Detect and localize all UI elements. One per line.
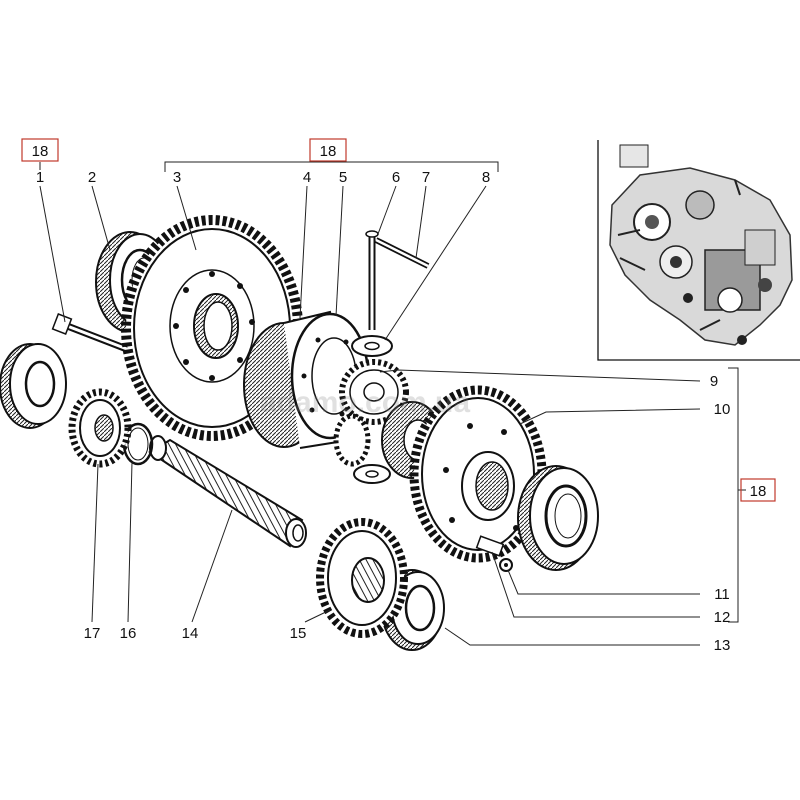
- part-14-splined-shaft: [148, 435, 307, 548]
- leader-16: [127, 461, 133, 623]
- leader-9: [379, 369, 701, 382]
- callout-13: 13: [714, 637, 731, 654]
- leader-10: [519, 408, 701, 425]
- watermark: adamo.com.ua: [260, 386, 470, 419]
- callout-5: 5: [339, 169, 347, 186]
- part-washer-lower: [353, 464, 391, 484]
- ref-label-top: 18: [320, 143, 337, 160]
- leader-13: [444, 627, 700, 646]
- part-12-lock-plate: [475, 535, 513, 572]
- part-bearing-left: [0, 343, 67, 429]
- ref-bracket-right: [728, 367, 746, 623]
- callout-4: 4: [303, 169, 311, 186]
- leader-4: [299, 185, 308, 319]
- callout-12: 12: [714, 609, 731, 626]
- callout-16: 16: [120, 625, 137, 642]
- ref-box-left: [21, 138, 59, 162]
- part-15-gear: [316, 518, 408, 638]
- leader-5: [335, 185, 344, 317]
- ref-bracket-top: [164, 161, 499, 172]
- part-7-shaft: [374, 237, 430, 269]
- leader-15: [304, 609, 331, 623]
- leader-7: [415, 185, 427, 259]
- part-10-gear: [381, 385, 547, 563]
- leader-8: [384, 185, 487, 341]
- callout-3: 3: [173, 169, 181, 186]
- assembly-inset: [597, 140, 800, 361]
- callout-15: 15: [290, 625, 307, 642]
- leader-6: [377, 185, 397, 235]
- leader-12: [491, 551, 700, 618]
- callout-8: 8: [482, 169, 490, 186]
- leader-11: [507, 569, 700, 595]
- part-9-bevel-gear: [333, 359, 409, 467]
- transmission-assembly-image: [609, 144, 793, 346]
- callout-10: 10: [714, 401, 731, 418]
- callout-2: 2: [88, 169, 96, 186]
- part-17-small-gear: [68, 388, 132, 468]
- callout-11: 11: [714, 586, 730, 603]
- callout-17: 17: [84, 625, 101, 642]
- callout-1: 1: [36, 169, 44, 186]
- part-6-pin: [365, 230, 379, 330]
- callout-9: 9: [710, 373, 718, 390]
- callout-7: 7: [422, 169, 430, 186]
- leader-2: [91, 185, 111, 251]
- ref-label-right: 18: [750, 483, 767, 500]
- part-8-washer: [351, 335, 393, 357]
- callout-6: 6: [392, 169, 400, 186]
- part-11-bearing: [517, 465, 599, 571]
- leader-14: [191, 509, 233, 623]
- ref-box-right: [740, 478, 776, 502]
- leader-3: [176, 185, 197, 251]
- part-4-differential-housing: [243, 310, 370, 449]
- ref-label-left: 18: [32, 143, 49, 160]
- callout-14: 14: [182, 625, 199, 642]
- ref-box-top: [309, 138, 347, 162]
- leader-17: [91, 463, 99, 623]
- leader-1: [39, 185, 66, 323]
